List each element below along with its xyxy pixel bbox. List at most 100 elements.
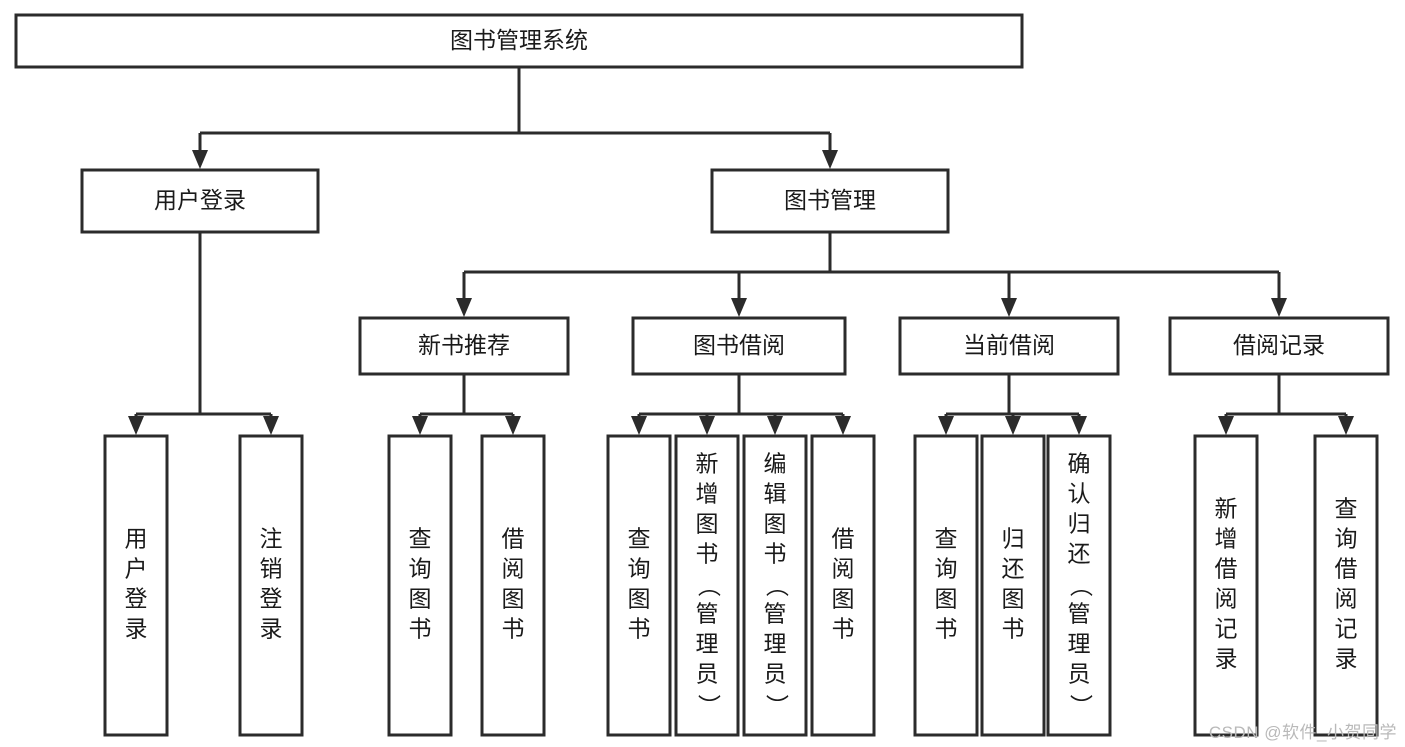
node-box[interactable] <box>674 434 740 737</box>
node-box[interactable] <box>1313 434 1379 737</box>
node-label-char: 图 <box>832 586 855 612</box>
node-label-char: 登 <box>125 586 148 612</box>
node-label: 图书管理系统 <box>450 27 588 53</box>
node-label-char: 询 <box>409 556 432 582</box>
node-label-char: 增 <box>1215 526 1238 552</box>
node-label-char: 销 <box>260 556 283 582</box>
node-label-char: 管 <box>1068 601 1091 627</box>
node-label-char: 记 <box>1215 616 1238 642</box>
node-box[interactable] <box>631 316 847 376</box>
node-label-char: 员 <box>1068 661 1091 687</box>
node-label-char: 编 <box>764 451 787 477</box>
node-label-char: 管 <box>764 601 787 627</box>
arrow-head-icon <box>505 416 521 435</box>
node-label: 图书借阅 <box>693 332 785 358</box>
node-label-char: 管 <box>696 601 719 627</box>
node-box[interactable] <box>1046 434 1112 737</box>
arrow-head-icon <box>699 416 715 435</box>
node-box[interactable] <box>103 434 169 737</box>
node-label-char: 书 <box>696 541 719 567</box>
node-label-char: ） <box>696 694 722 717</box>
node-label-char: 理 <box>1068 631 1091 657</box>
node-label-char: 理 <box>764 631 787 657</box>
node-label-char: 阅 <box>1335 586 1358 612</box>
node-box[interactable] <box>358 316 570 376</box>
node-label-char: 图 <box>1002 586 1025 612</box>
node-label-char: 阅 <box>502 556 525 582</box>
node-label-char: 借 <box>1335 556 1358 582</box>
node-box[interactable] <box>898 316 1120 376</box>
node-label: 当前借阅 <box>963 332 1055 358</box>
node-box[interactable] <box>480 434 546 737</box>
node-l1_1[interactable]: 图书管理 <box>710 168 950 234</box>
node-box[interactable] <box>810 434 876 737</box>
node-label-char: 注 <box>260 526 283 552</box>
node-l2_1[interactable]: 图书借阅 <box>631 316 847 376</box>
arrow-head-icon <box>835 416 851 435</box>
node-label-char: 图 <box>502 586 525 612</box>
node-box[interactable] <box>913 434 979 737</box>
arrow-head-icon <box>456 298 472 317</box>
node-box[interactable] <box>387 434 453 737</box>
node-l2_3[interactable]: 借阅记录 <box>1168 316 1390 376</box>
node-label-char: 查 <box>409 526 432 552</box>
node-l2_0[interactable]: 新书推荐 <box>358 316 570 376</box>
arrow-head-icon <box>631 416 647 435</box>
node-box[interactable] <box>742 434 808 737</box>
node-label-char: 图 <box>409 586 432 612</box>
arrow-head-icon <box>822 150 838 169</box>
arrow-head-icon <box>192 150 208 169</box>
node-label-char: 新 <box>696 451 719 477</box>
node-box[interactable] <box>14 13 1024 69</box>
nodes-layer: 图书管理系统用户登录图书管理新书推荐图书借阅当前借阅借阅记录用户登录注销登录查询… <box>14 13 1390 737</box>
node-label-char: 归 <box>1002 526 1025 552</box>
node-label-char: ） <box>1068 694 1094 717</box>
node-box[interactable] <box>238 434 304 737</box>
node-leaf_0[interactable]: 用户登录 <box>103 434 169 737</box>
node-label-char: 书 <box>409 616 432 642</box>
node-l2_2[interactable]: 当前借阅 <box>898 316 1120 376</box>
node-label-char: 认 <box>1068 481 1091 507</box>
node-label-char: 借 <box>832 526 855 552</box>
node-box[interactable] <box>980 434 1046 737</box>
node-label-char: 借 <box>1215 556 1238 582</box>
node-box[interactable] <box>80 168 320 234</box>
node-label-char: 录 <box>125 616 148 642</box>
node-label: 用户登录 <box>154 187 246 213</box>
node-label-char: 还 <box>1068 541 1091 567</box>
arrow-head-icon <box>938 416 954 435</box>
node-label-char: 户 <box>125 556 148 582</box>
arrow-head-icon <box>1005 416 1021 435</box>
arrow-head-icon <box>1071 416 1087 435</box>
node-box[interactable] <box>1193 434 1259 737</box>
node-label-char: 查 <box>935 526 958 552</box>
arrow-head-icon <box>1271 298 1287 317</box>
node-box[interactable] <box>710 168 950 234</box>
node-label-char: 理 <box>696 631 719 657</box>
node-box[interactable] <box>606 434 672 737</box>
node-label-char: 还 <box>1002 556 1025 582</box>
node-label-char: 书 <box>628 616 651 642</box>
node-label-char: 录 <box>1335 646 1358 672</box>
node-label-char: 录 <box>260 616 283 642</box>
node-label-char: 图 <box>935 586 958 612</box>
node-box[interactable] <box>1168 316 1390 376</box>
node-l1_0[interactable]: 用户登录 <box>80 168 320 234</box>
node-root[interactable]: 图书管理系统 <box>14 13 1024 69</box>
arrow-head-icon <box>263 416 279 435</box>
node-label-char: 询 <box>628 556 651 582</box>
arrow-head-icon <box>128 416 144 435</box>
